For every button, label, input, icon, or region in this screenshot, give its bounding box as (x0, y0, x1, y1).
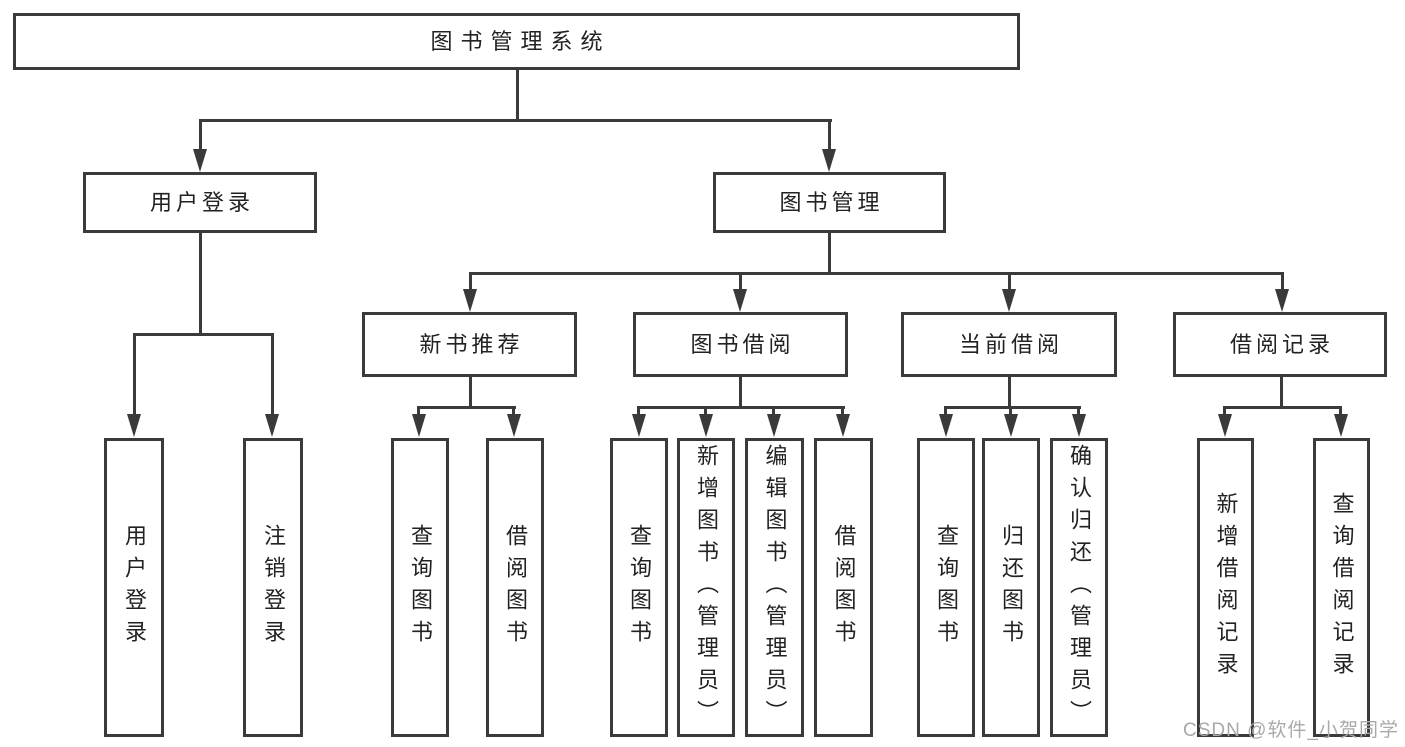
leaf-query-books: 查询图书 (610, 438, 668, 737)
node-book-management: 图书管理 (713, 172, 946, 233)
connector-line (944, 406, 947, 417)
leaf-edit-books-admin: 编辑图书（管理员） (745, 438, 804, 737)
leaf-query-books-label: 查询图书 (627, 523, 652, 652)
leaf-borrow-books: 借阅图书 (814, 438, 873, 737)
connector-line (133, 333, 274, 336)
leaf-cb-query-books-label: 查询图书 (934, 523, 959, 652)
arrow-down-icon (507, 414, 521, 437)
connector-line (772, 406, 775, 417)
connector-line (1223, 406, 1342, 409)
arrow-down-icon (265, 414, 279, 437)
leaf-logout-label: 注销登录 (261, 523, 286, 652)
arrow-down-icon (1004, 414, 1018, 437)
connector-line (944, 406, 1081, 409)
leaf-add-books-admin: 新增图书（管理员） (677, 438, 735, 737)
node-current-borrowing-label: 当前借阅 (958, 331, 1063, 357)
node-root-label: 图书管理系统 (430, 28, 611, 54)
connector-line (841, 406, 844, 417)
connector-line (199, 119, 832, 122)
watermark: CSDN @软件_小贺同学 (1183, 720, 1399, 741)
node-borrow-records: 借阅记录 (1173, 312, 1387, 377)
leaf-confirm-return-admin: 确认归还（管理员） (1050, 438, 1108, 737)
connector-line (512, 406, 515, 417)
connector-line (1009, 406, 1012, 417)
leaf-user-login-label: 用户登录 (122, 523, 147, 652)
connector-line (739, 272, 742, 292)
arrow-down-icon (127, 414, 141, 437)
arrow-down-icon (1334, 414, 1348, 437)
connector-line (1223, 406, 1226, 417)
leaf-user-login: 用户登录 (104, 438, 164, 737)
node-new-book-recommend: 新书推荐 (362, 312, 577, 377)
node-user-login-label: 用户登录 (149, 189, 254, 215)
connector-line (828, 233, 831, 275)
connector-line (469, 377, 472, 409)
arrow-down-icon (412, 414, 426, 437)
connector-line (417, 406, 420, 417)
connector-line (1077, 406, 1080, 417)
connector-line (469, 272, 472, 292)
leaf-add-borrow-record-label: 新增借阅记录 (1213, 491, 1239, 684)
leaf-logout: 注销登录 (243, 438, 303, 737)
node-borrow-records-label: 借阅记录 (1229, 331, 1334, 357)
leaf-add-books-admin-label: 新增图书（管理员） (694, 443, 719, 732)
connector-line (1339, 406, 1342, 417)
arrow-down-icon (1275, 289, 1289, 312)
arrow-down-icon (193, 149, 207, 172)
arrow-down-icon (836, 414, 850, 437)
node-root: 图书管理系统 (13, 13, 1020, 70)
connector-line (469, 272, 1284, 275)
leaf-return-books: 归还图书 (982, 438, 1040, 737)
leaf-return-books-label: 归还图书 (999, 523, 1024, 652)
connector-line (199, 233, 202, 336)
arrow-down-icon (1072, 414, 1086, 437)
node-book-borrowing: 图书借阅 (633, 312, 848, 377)
connector-line (1281, 272, 1284, 292)
leaf-query-borrow-record-label: 查询借阅记录 (1329, 491, 1355, 684)
connector-line (199, 119, 202, 153)
leaf-rec-borrow-books: 借阅图书 (486, 438, 544, 737)
node-user-login: 用户登录 (83, 172, 317, 233)
connector-line (739, 377, 742, 409)
connector-line (1008, 272, 1011, 292)
node-book-management-label: 图书管理 (779, 189, 884, 215)
arrow-down-icon (699, 414, 713, 437)
connector-line (417, 406, 516, 409)
connector-line (133, 333, 136, 417)
leaf-rec-borrow-books-label: 借阅图书 (503, 523, 528, 652)
leaf-borrow-books-label: 借阅图书 (831, 523, 857, 652)
arrow-down-icon (822, 149, 836, 172)
connector-line (271, 333, 274, 417)
leaf-cb-query-books: 查询图书 (917, 438, 975, 737)
connector-line (1280, 377, 1283, 409)
connector-line (516, 70, 519, 121)
leaf-confirm-return-admin-label: 确认归还（管理员） (1067, 443, 1092, 732)
arrow-down-icon (939, 414, 953, 437)
arrow-down-icon (1002, 289, 1016, 312)
leaf-rec-query-books: 查询图书 (391, 438, 449, 737)
leaf-rec-query-books-label: 查询图书 (408, 523, 433, 652)
arrow-down-icon (1218, 414, 1232, 437)
leaf-add-borrow-record: 新增借阅记录 (1197, 438, 1254, 737)
connector-line (1008, 377, 1011, 409)
node-new-book-recommend-label: 新书推荐 (419, 331, 524, 357)
connector-line (637, 406, 845, 409)
arrow-down-icon (733, 289, 747, 312)
leaf-edit-books-admin-label: 编辑图书（管理员） (762, 443, 788, 732)
connector-line (704, 406, 707, 417)
node-current-borrowing: 当前借阅 (901, 312, 1117, 377)
connector-line (828, 119, 831, 153)
leaf-query-borrow-record: 查询借阅记录 (1313, 438, 1370, 737)
node-book-borrowing-label: 图书借阅 (690, 331, 795, 357)
connector-line (637, 406, 640, 417)
arrow-down-icon (632, 414, 646, 437)
arrow-down-icon (463, 289, 477, 312)
arrow-down-icon (767, 414, 781, 437)
